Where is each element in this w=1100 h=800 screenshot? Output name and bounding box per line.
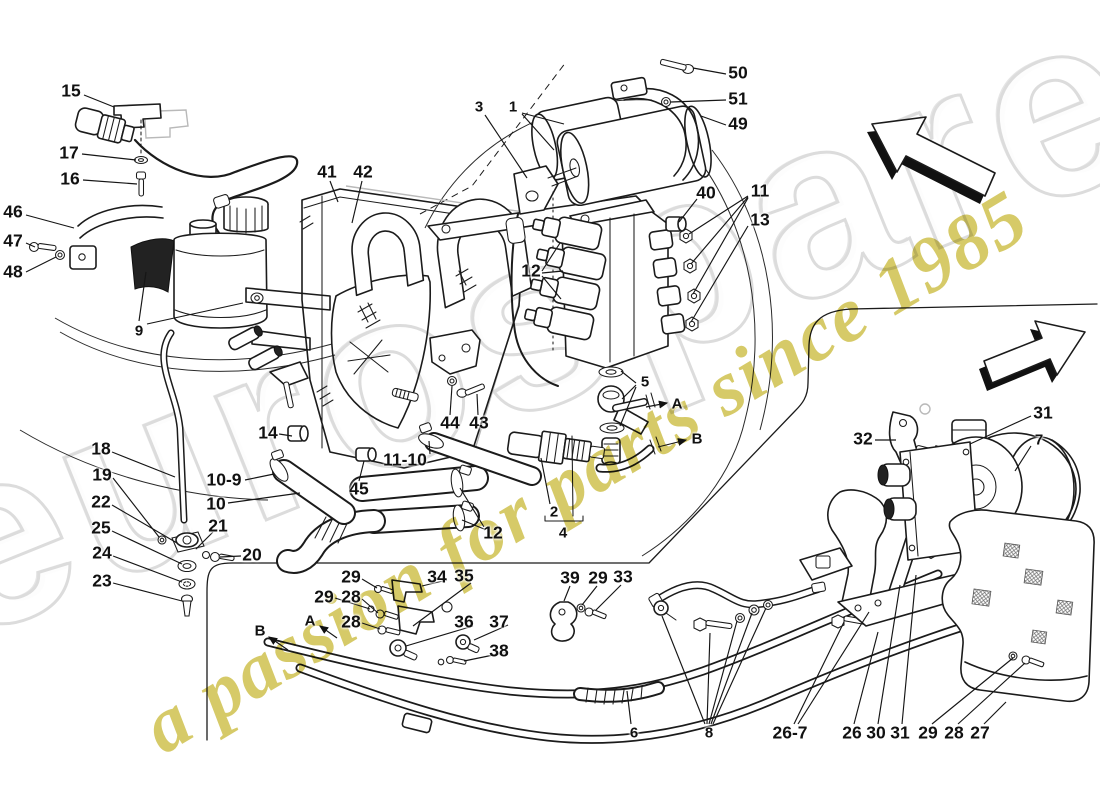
hose-clamp-10-9 (269, 449, 289, 482)
bolt-50 (659, 58, 695, 75)
cable-elbow-fitting (213, 194, 231, 209)
clip-8 (653, 600, 677, 621)
hatch-marks (299, 215, 477, 407)
sensor-connector (74, 107, 135, 144)
scratch-star (347, 339, 391, 375)
section-boundary-line (206, 303, 1098, 741)
oil-reservoir-assembly (28, 194, 331, 371)
inline-fitting (401, 712, 433, 734)
cap-nut-40 (665, 216, 687, 232)
bolt-38 (437, 655, 467, 666)
valve-ports (648, 229, 686, 335)
bolt-33 (584, 607, 607, 620)
bushing-14 (287, 425, 309, 442)
bolt-8 (693, 617, 733, 632)
strap-49 (610, 76, 700, 181)
bolt-23 (180, 594, 194, 617)
washer-29b (367, 605, 375, 613)
sensor-cable (133, 138, 299, 235)
clamp-band-46 (69, 204, 164, 270)
bolt-47 (28, 241, 57, 253)
bolt-43 (456, 383, 485, 398)
solenoid-valve-block (506, 191, 701, 473)
level-sensor-assembly (74, 103, 299, 235)
bracket-44-43 (429, 329, 485, 398)
bracket-35 (397, 605, 435, 635)
power-cable (505, 213, 559, 387)
power-unit-assembly (427, 58, 712, 387)
washer-17 (133, 155, 149, 165)
saddle-clamp-small (351, 212, 425, 297)
drain-pipe-assembly (157, 329, 235, 617)
washer-20 (201, 550, 211, 560)
plate-window (330, 274, 432, 429)
plate-tab-pin (269, 361, 309, 409)
bolt-28a (375, 609, 399, 620)
bolt-16 (135, 171, 147, 197)
pressure-switch-2 (506, 430, 606, 465)
bolt-29a (373, 584, 394, 594)
hook-clip-39 (549, 601, 578, 642)
protective-cover-27 (941, 509, 1095, 703)
corrugation-ribs (314, 515, 351, 544)
threaded-stud (391, 387, 419, 402)
clip-37 (455, 634, 480, 654)
washer-25 (177, 559, 197, 573)
group-bracket-4 (544, 435, 584, 522)
screw-28c (1021, 655, 1045, 668)
bolt-20 (209, 551, 235, 563)
rubber-strip (130, 238, 175, 293)
bolt-28b (377, 625, 401, 636)
lock-washer-24 (178, 578, 196, 590)
middle-hoses (269, 422, 584, 574)
washer-48 (54, 249, 66, 261)
reservoir-cap (223, 196, 269, 234)
direction-arrow-up-left-icon (867, 116, 996, 204)
ball-fitting-36 (389, 639, 418, 661)
support-arm (245, 287, 331, 351)
hose-clamp-11-10 (418, 422, 444, 449)
washer-51 (660, 96, 672, 108)
mounting-studs (228, 325, 283, 371)
pump-motor-assembly (799, 403, 1095, 703)
bracket-34 (391, 579, 423, 603)
direction-arrow-up-right-icon (979, 320, 1086, 391)
nut-45 (355, 447, 377, 462)
